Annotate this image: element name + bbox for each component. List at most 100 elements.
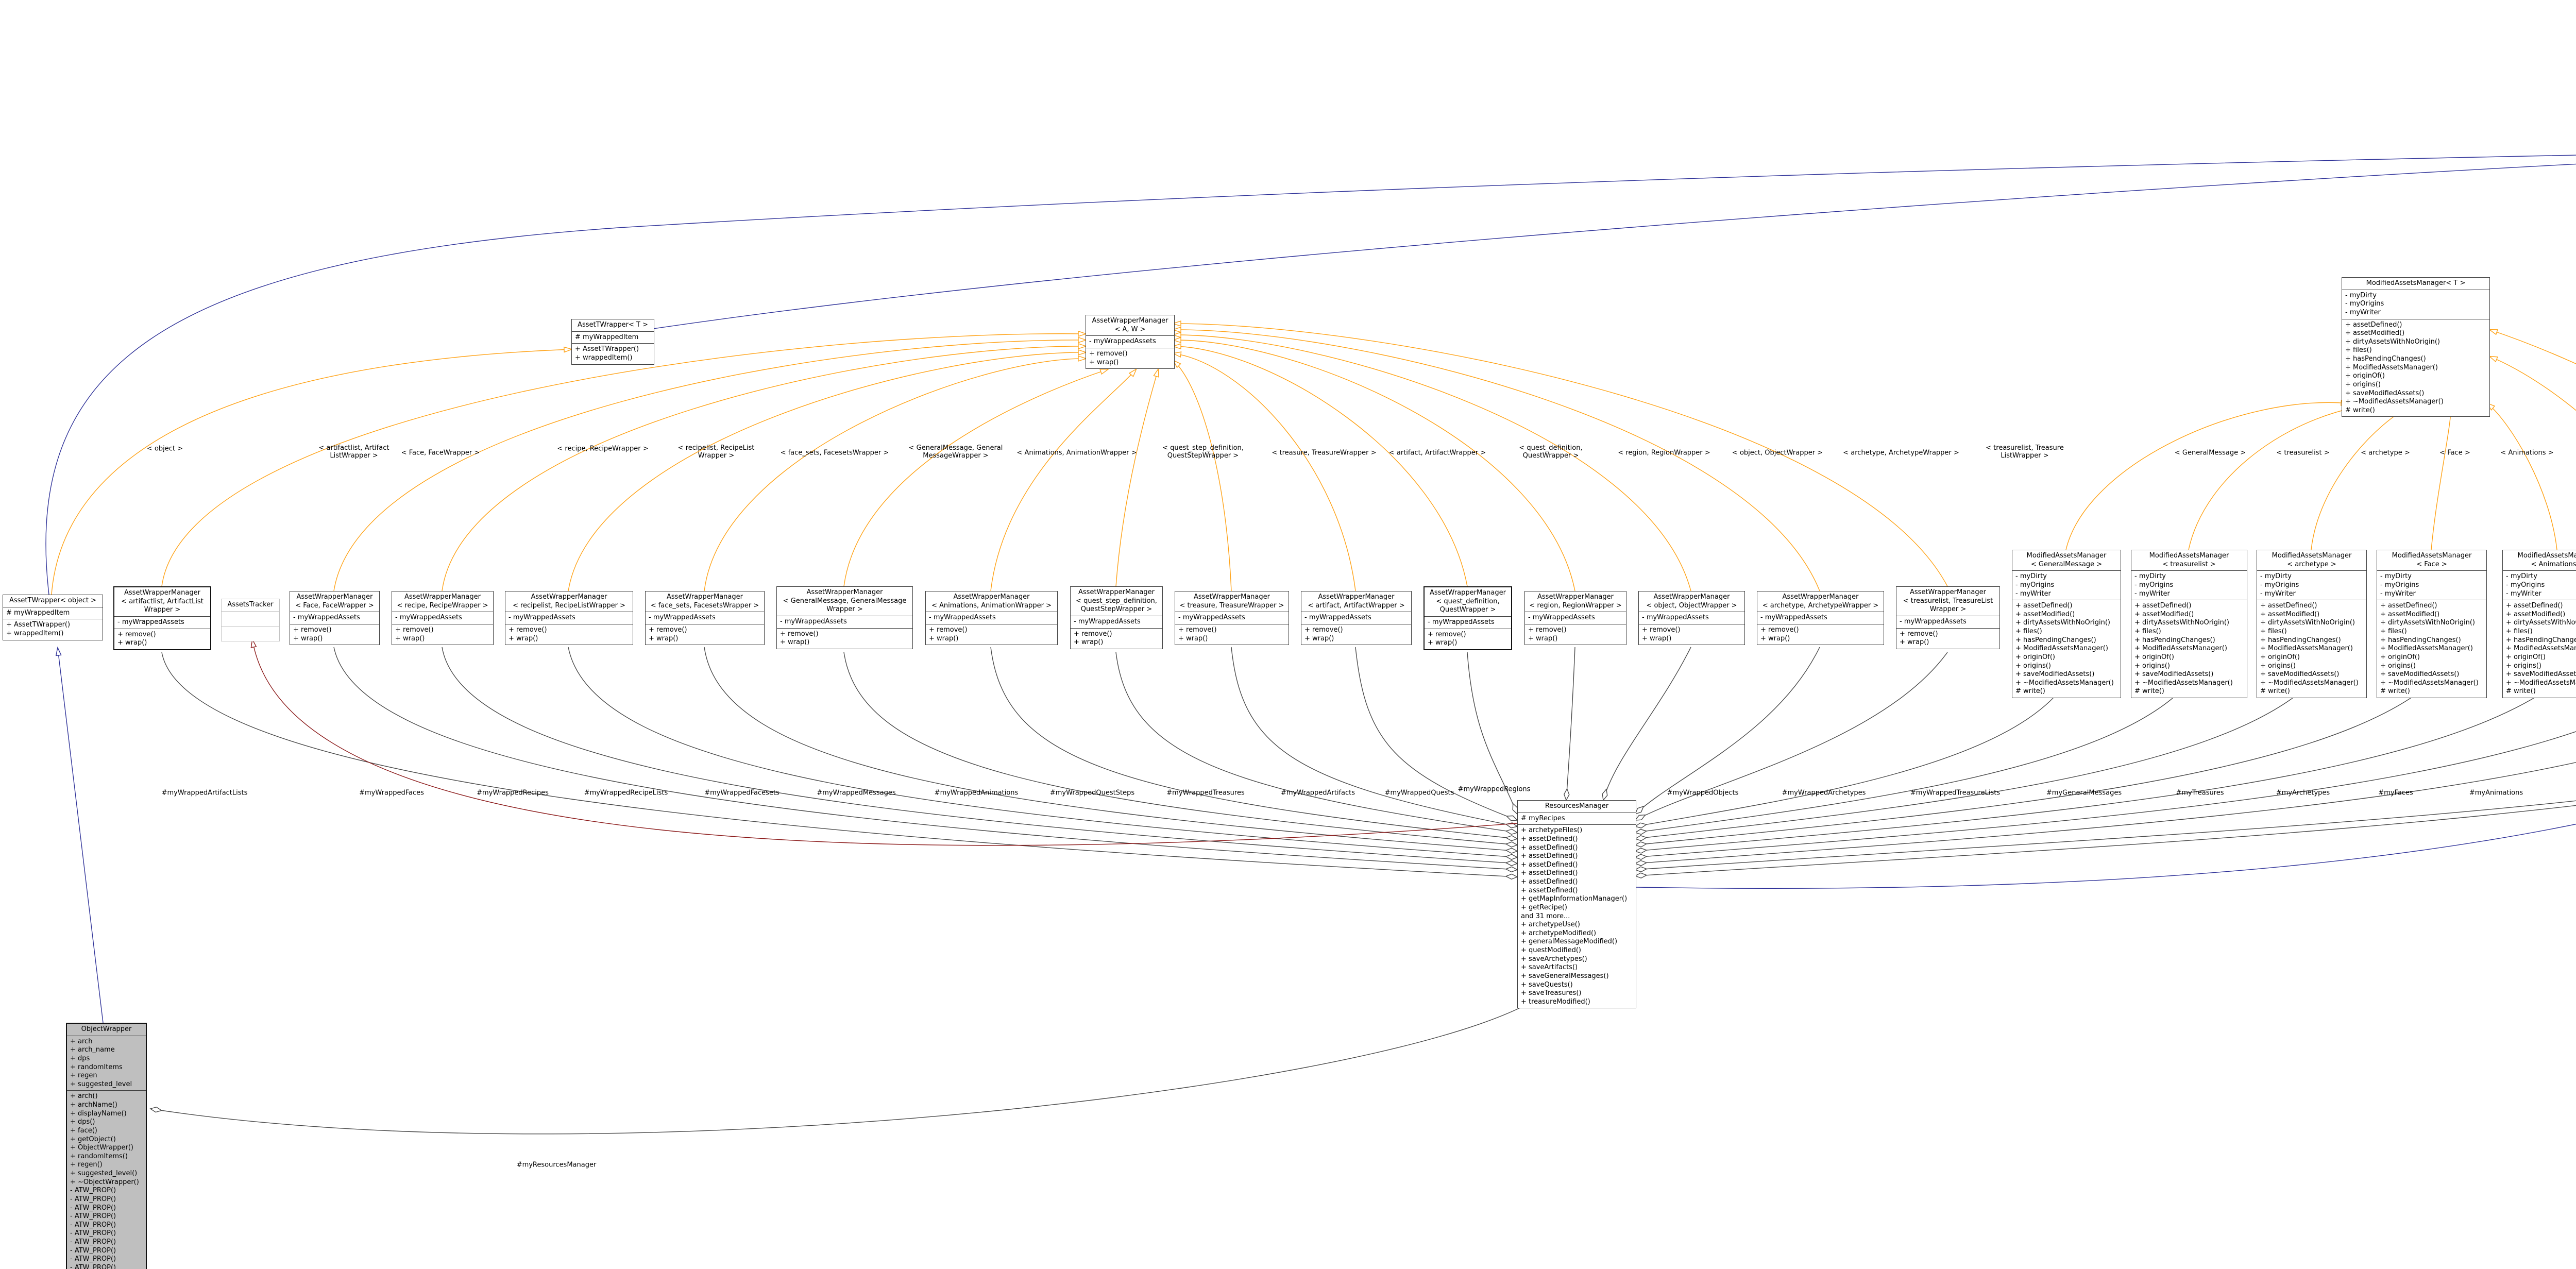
class-box-resources_manager[interactable]: ResourcesManager# myRecipes+ archetypeFi… (1517, 800, 1636, 1009)
class-title-line: AssetWrapperManager (404, 593, 481, 601)
class-title-line: < treasurelist > (2162, 560, 2216, 568)
method-line: + archetypeFiles() (1521, 826, 1583, 835)
edge-label-line: < Face > (2439, 449, 2470, 457)
edge-label-line: ListWrapper > (2001, 452, 2049, 460)
edge-inh-51 (55, 646, 104, 1023)
edge-label-line: < quest_step_definition, (1162, 444, 1244, 452)
edge-label-line: < treasurelist, Treasure (1986, 444, 2064, 452)
class-box-awm_region[interactable]: AssetWrapperManager< region, RegionWrapp… (1524, 591, 1626, 646)
class-methods: + assetDefined()+ assetModified()+ dirty… (2377, 600, 2486, 698)
method-line: + ModifiedAssetsManager() (2380, 645, 2473, 653)
class-box-awm_face_sets[interactable]: AssetWrapperManager< face_sets, Facesets… (645, 591, 765, 646)
class-box-mam_generic[interactable]: ModifiedAssetsManager< T >- myDirty- myO… (2342, 277, 2490, 417)
method-line: + files() (2380, 628, 2407, 635)
attribute-line: + arch (70, 1037, 93, 1045)
class-title: AssetWrapperManager< artifact, ArtifactW… (1301, 591, 1411, 613)
class-box-awm_generic[interactable]: AssetWrapperManager< A, W >- myWrappedAs… (1086, 315, 1175, 369)
class-box-object_wrapper[interactable]: ObjectWrapper+ arch+ arch_name+ dps+ ran… (66, 1023, 147, 1269)
method-line: + assetModified() (2345, 329, 2405, 337)
attribute-line: # myRecipes (1521, 814, 1565, 822)
class-box-mam_generalmessage[interactable]: ModifiedAssetsManager< GeneralMessage >-… (2012, 550, 2121, 698)
class-title: AssetWrapperManager< treasurelist, Treas… (1896, 587, 1999, 616)
class-title-line: < treasure, TreasureWrapper > (1179, 601, 1284, 610)
edge-label-tl_face_sets: < face_sets, FacesetsWrapper > (781, 449, 889, 458)
edge-label-line: < region, RegionWrapper > (1618, 449, 1710, 457)
method-line: + assetDefined() (1521, 869, 1578, 877)
class-attributes: # myRecipes (1518, 813, 1636, 825)
class-box-awm_generalmessage[interactable]: AssetWrapperManager< GeneralMessage, Gen… (776, 586, 913, 649)
edge-label-line: #myGeneralMessages (2046, 789, 2122, 797)
method-line: + treasureModified() (1521, 997, 1590, 1006)
method-line: # write() (2506, 687, 2536, 696)
class-box-asset_t_wrapper_t[interactable]: AssetTWrapper< T ># myWrappedItem+ Asset… (571, 319, 654, 365)
edge-label-line: #myAnimations (2469, 789, 2523, 797)
class-methods: + remove()+ wrap() (777, 629, 912, 649)
class-title-line: AssetTWrapper< object > (9, 597, 96, 604)
attribute-line: - myWrappedAssets (1089, 337, 1156, 346)
method-line: - ATW_PROP() (70, 1187, 116, 1195)
method-line: + assetDefined() (2345, 320, 2402, 329)
class-box-awm_quest_definition[interactable]: AssetWrapperManager< quest_definition,Qu… (1423, 586, 1512, 650)
class-box-mam_animations[interactable]: ModifiedAssetsManager< Animations >- myD… (2502, 550, 2576, 698)
class-box-awm_animations[interactable]: AssetWrapperManager< Animations, Animati… (925, 591, 1058, 646)
edge-agg-37 (1634, 652, 1948, 821)
class-attributes: - myWrappedAssets (777, 616, 912, 629)
class-box-assets_tracker[interactable]: AssetsTracker (221, 599, 280, 641)
class-title-line: < face_sets, FacesetsWrapper > (650, 601, 759, 610)
attribute-line: - myWrappedAssets (1760, 614, 1827, 622)
class-box-mam_archetype[interactable]: ModifiedAssetsManager< archetype >- myDi… (2257, 550, 2367, 698)
class-title-line: ObjectWrapper (81, 1025, 132, 1033)
method-line: + getObject() (70, 1135, 116, 1143)
method-line: + assetDefined() (1521, 843, 1578, 852)
method-line: + archetypeUse() (1521, 921, 1580, 929)
class-title-line: < region, RegionWrapper > (1529, 601, 1622, 610)
edge-tpl-11 (1172, 336, 1575, 591)
method-line: + wrappedItem() (6, 629, 64, 637)
edge-label-ml_treasures: #myWrappedTreasures (1166, 789, 1244, 798)
class-methods: + remove()+ wrap() (114, 629, 210, 649)
method-line: + AssetTWrapper() (6, 621, 71, 629)
class-box-awm_recipelist[interactable]: AssetWrapperManager< recipelist, RecipeL… (505, 591, 633, 646)
class-methods: + remove()+ wrap() (1757, 624, 1884, 645)
class-attributes: - myWrappedAssets (1086, 336, 1174, 348)
class-title-line: AssetsTracker (227, 601, 274, 608)
attribute-line: - myOrigins (2345, 300, 2384, 308)
class-box-asset_t_wrapper_object[interactable]: AssetTWrapper< object ># myWrappedItem+ … (3, 595, 103, 640)
method-line: + remove() (1528, 625, 1567, 634)
edge-tpl-5 (843, 368, 1110, 587)
class-title: ModifiedAssetsManager< archetype > (2257, 550, 2366, 571)
class-box-awm_treasure[interactable]: AssetWrapperManager< treasure, TreasureW… (1175, 591, 1289, 646)
method-line: + ~ModifiedAssetsManager() (2506, 679, 2576, 687)
method-line: + saveArtifacts() (1521, 963, 1578, 972)
class-methods: + assetDefined()+ assetModified()+ dirty… (2342, 319, 2489, 417)
edge-tpl-18 (2311, 402, 2417, 550)
class-methods: + remove()+ wrap() (926, 624, 1057, 645)
class-attributes: - myWrappedAssets (1639, 612, 1744, 624)
edge-label-ml_objects: #myWrappedObjects (1667, 789, 1739, 798)
class-title-line: AssetWrapperManager (531, 593, 607, 601)
class-attributes: - myWrappedAssets (646, 612, 764, 624)
class-box-awm_object[interactable]: AssetWrapperManager< object, ObjectWrapp… (1638, 591, 1745, 646)
method-line: + displayName() (70, 1109, 127, 1118)
class-box-awm_quest_step[interactable]: AssetWrapperManager< quest_step_definiti… (1070, 586, 1163, 649)
class-box-mam_face[interactable]: ModifiedAssetsManager< Face >- myDirty- … (2377, 550, 2487, 698)
method-line: + assetModified() (2506, 610, 2566, 618)
class-box-awm_recipe[interactable]: AssetWrapperManager< recipe, RecipeWrapp… (392, 591, 494, 646)
class-box-awm_artifactlist[interactable]: AssetWrapperManager< artifactlist, Artif… (113, 586, 211, 650)
edge-label-ml_treasurelists: #myWrappedTreasureLists (1910, 789, 2000, 798)
edge-tpl-2 (442, 343, 1088, 591)
class-box-awm_face[interactable]: AssetWrapperManager< Face, FaceWrapper >… (290, 591, 380, 646)
edge-agg-24 (333, 647, 1518, 873)
method-line: + hasPendingChanges() (2134, 636, 2215, 644)
class-box-awm_treasurelist[interactable]: AssetWrapperManager< treasurelist, Treas… (1896, 586, 2000, 649)
method-line: + ModifiedAssetsManager() (2345, 363, 2438, 371)
class-title-line: AssetWrapperManager (1537, 593, 1614, 601)
attribute-line: - myOrigins (2260, 581, 2299, 589)
class-box-awm_archetype[interactable]: AssetWrapperManager< archetype, Archetyp… (1757, 591, 1884, 646)
class-box-awm_artifact[interactable]: AssetWrapperManager< artifact, ArtifactW… (1301, 591, 1412, 646)
class-title-line: < Face, FaceWrapper > (295, 601, 374, 610)
attribute-line: - myWrappedAssets (1900, 617, 1967, 625)
class-box-mam_treasurelist[interactable]: ModifiedAssetsManager< treasurelist >- m… (2131, 550, 2247, 698)
class-title-line: < recipe, RecipeWrapper > (397, 601, 488, 610)
